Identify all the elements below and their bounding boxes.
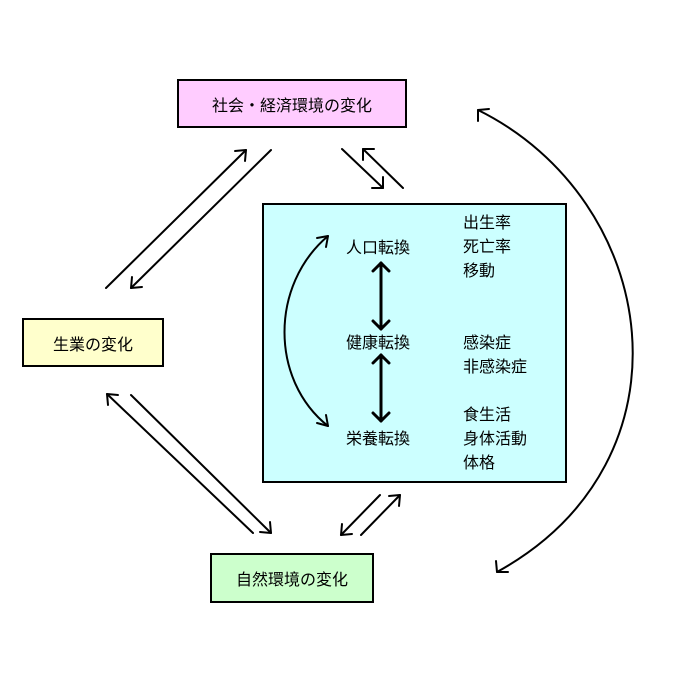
natural-environment-box: 自然環境の変化	[210, 553, 374, 603]
arrow-social-to-center	[341, 148, 384, 189]
social-economic-environment-box: 社会・経済環境の変化	[177, 79, 407, 128]
nutrition-factors: 食生活 身体活動 体格	[463, 403, 527, 475]
social-economic-environment-label: 社会・経済環境の変化	[211, 95, 372, 115]
factor-item: 体格	[463, 453, 496, 472]
arrow-industry-to-social	[105, 149, 247, 289]
arrow-industry-to-natural	[130, 394, 272, 534]
factor-item: 移動	[463, 261, 496, 280]
natural-environment-label: 自然環境の変化	[235, 570, 348, 589]
arrow-natural-to-industry	[106, 393, 254, 534]
arrow-natural-to-center	[360, 494, 401, 536]
factor-item: 死亡率	[463, 237, 512, 256]
livelihood-change-box: 生業の変化	[22, 318, 164, 367]
factor-item: 身体活動	[463, 429, 528, 448]
arrow-center-to-social	[362, 148, 404, 189]
factor-item: 出生率	[463, 213, 512, 232]
factor-item: 感染症	[463, 333, 512, 352]
factor-item: 食生活	[463, 405, 512, 424]
arrow-center-to-natural	[340, 494, 381, 536]
livelihood-change-label: 生業の変化	[52, 334, 133, 354]
population-factors: 出生率 死亡率 移動	[463, 211, 511, 283]
health-factors: 感染症 非感染症	[463, 331, 527, 379]
nutrition-transition-label: 栄養転換	[346, 429, 411, 448]
population-transition-label: 人口転換	[346, 238, 411, 257]
factor-item: 非感染症	[463, 357, 528, 376]
health-transition-label: 健康転換	[346, 333, 411, 352]
arrow-social-to-industry	[130, 149, 272, 289]
